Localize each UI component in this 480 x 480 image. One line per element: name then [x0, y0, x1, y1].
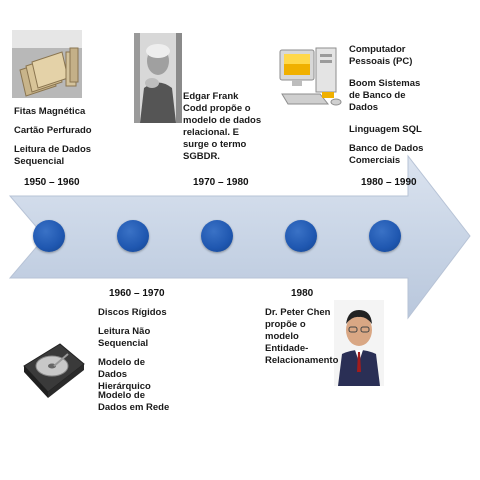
- period-1950-1960: 1950 – 1960: [24, 177, 80, 188]
- block-1-item-2: Cartão Perfurado: [14, 125, 92, 136]
- period-1980-1990: 1980 – 1990: [361, 177, 417, 188]
- block-5-item-4: Banco de Dados Comerciais: [349, 143, 424, 166]
- timeline-dot-4: [285, 220, 317, 252]
- timeline-dot-3: [201, 220, 233, 252]
- punched-cards-image: [12, 30, 82, 98]
- period-1980: 1980: [291, 288, 314, 299]
- hard-disk-image: [20, 336, 86, 400]
- block-2-item-4: Modelo de Dados em Rede: [98, 390, 170, 413]
- period-1970-1980: 1970 – 1980: [193, 177, 249, 188]
- timeline-dot-1: [33, 220, 65, 252]
- block-2-item-3: Modelo de Dados Hierárquico: [98, 357, 151, 392]
- period-1960-1970: 1960 – 1970: [109, 288, 165, 299]
- block-2-item-2: Leitura Não Sequencial: [98, 326, 151, 349]
- block-1-item-3: Leitura de Dados Sequencial: [14, 144, 92, 167]
- block-3-text: Edgar Frank Codd propõe o modelo de dado…: [183, 91, 262, 162]
- block-2-item-1: Discos Rígidos: [98, 307, 167, 318]
- block-5-item-1: Computador Pessoais (PC): [349, 44, 413, 67]
- block-1-item-1: Fitas Magnética: [14, 106, 86, 117]
- codd-portrait: [134, 33, 182, 123]
- block-5-item-2: Boom Sistemas de Banco de Dados: [349, 78, 421, 113]
- block-5-item-3: Linguagem SQL: [349, 124, 422, 135]
- personal-computer-image: [276, 44, 350, 116]
- timeline-dot-2: [117, 220, 149, 252]
- timeline-dot-5: [369, 220, 401, 252]
- peter-chen-portrait: [334, 300, 384, 386]
- block-4-text: Dr. Peter Chen propõe o modelo Entidade-…: [265, 307, 339, 366]
